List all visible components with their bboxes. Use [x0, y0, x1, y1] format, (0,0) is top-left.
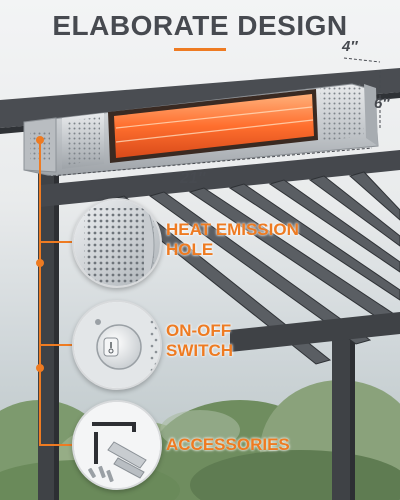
- connector-dot: [36, 259, 44, 267]
- feature-label-on-off-line2: SWITCH: [166, 341, 234, 360]
- page-title: ELABORATE DESIGN: [52, 10, 348, 41]
- connector-dot: [36, 364, 44, 372]
- height-dimension: 6″: [374, 95, 390, 112]
- mounting-bracket-icon: [74, 402, 160, 488]
- feature-label-heat-emission-line2: HOLE: [166, 240, 214, 259]
- power-switch-icon: [74, 302, 160, 388]
- perforated-panel-icon: [74, 200, 160, 286]
- heat-emission-hole-closeup: [72, 198, 162, 288]
- feature-label-on-off: ON-OFF: [166, 321, 232, 340]
- connector-dot: [36, 136, 44, 144]
- width-dimension: 4″: [342, 38, 358, 55]
- on-off-switch-closeup: [72, 300, 162, 390]
- length-dimension: 21″: [180, 170, 206, 187]
- feature-label-heat-emission: HEAT EMISSION: [166, 220, 299, 239]
- feature-label-accessories: ACCESSORIES: [166, 435, 290, 454]
- accessories-closeup: [72, 400, 162, 490]
- title-underline: [174, 48, 226, 51]
